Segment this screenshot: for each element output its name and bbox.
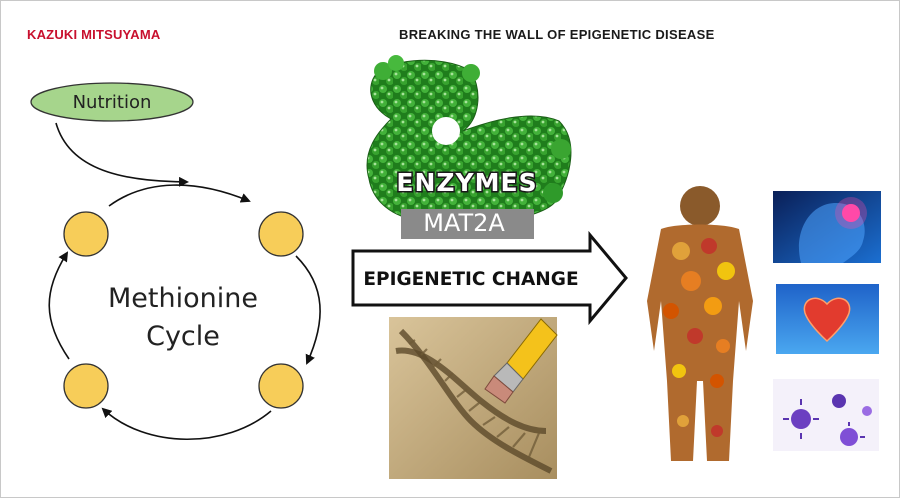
methionine-cycle: Nutrition Methionine Cycle (30, 82, 321, 440)
slide-title: BREAKING THE WALL OF EPIGENETIC DISEASE (399, 27, 715, 42)
cycle-arrow-bottom (101, 407, 272, 440)
food-body-image (647, 186, 753, 461)
brain-pain-image (773, 191, 881, 263)
dna-eraser-image (389, 317, 558, 479)
cycle-arrow-right (295, 255, 321, 365)
cycle-title-line1: Methionine (108, 283, 258, 314)
cycle-node-bottom-left (63, 363, 109, 409)
mat2a-label: MAT2A (423, 209, 505, 237)
cycle-node-bottom-right (258, 363, 304, 409)
epigenetic-change-label: EPIGENETIC CHANGE (363, 269, 578, 290)
mat2a-label-bg (401, 209, 534, 239)
epigenetic-change-arrow (351, 230, 628, 326)
cycle-arrow-left (48, 251, 70, 360)
cycle-node-top-left (63, 211, 109, 257)
enzymes-label: ENZYMES (396, 168, 537, 197)
heart-image (776, 284, 879, 354)
virus-image (773, 379, 879, 451)
protein-structure-image (366, 55, 572, 239)
nutrition-node (30, 82, 194, 122)
author-name: KAZUKI MITSUYAMA (27, 27, 161, 42)
nutrition-label: Nutrition (73, 92, 152, 113)
cycle-node-top-right (258, 211, 304, 257)
cycle-arrow-top (108, 184, 251, 207)
nutrition-input-arrow (55, 122, 189, 187)
cycle-title-line2: Cycle (146, 321, 220, 352)
